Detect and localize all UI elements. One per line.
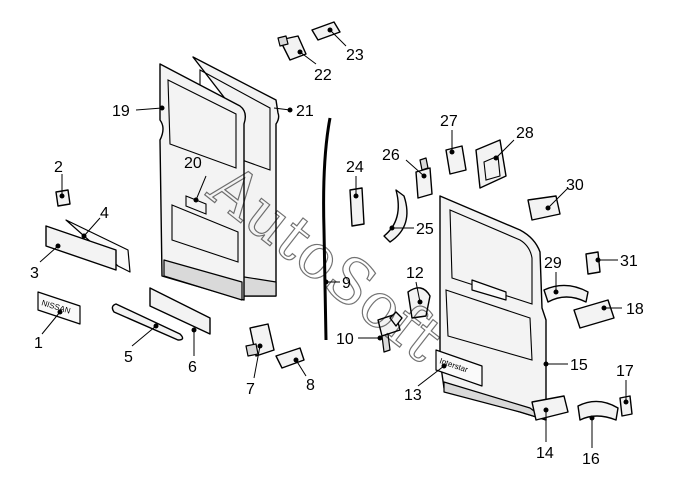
callout-17: 17	[616, 363, 634, 380]
callout-24: 24	[346, 159, 364, 176]
part-5-strip	[111, 303, 184, 341]
callout-7: 7	[246, 381, 255, 398]
part-7-hinge	[245, 323, 275, 357]
part-23-bracket	[311, 21, 341, 41]
callout-31: 31	[620, 253, 638, 270]
callout-23: 23	[346, 47, 364, 64]
callout-28: 28	[516, 125, 534, 142]
callout-4: 4	[100, 205, 109, 222]
callout-6: 6	[188, 359, 197, 376]
leader-dots	[55, 27, 629, 421]
part-27-clip	[445, 145, 467, 175]
callout-labels: 1 2 3 4 5 6 7 8 9 10 12 13 14 15 16 17 1…	[30, 47, 644, 468]
callout-27: 27	[440, 113, 458, 130]
callout-10: 10	[336, 331, 354, 348]
callout-21: 21	[296, 103, 314, 120]
part-14-hinge	[531, 395, 569, 421]
part-6-plate	[149, 287, 211, 335]
callout-9: 9	[342, 275, 351, 292]
part-25-catch	[383, 189, 408, 243]
weatherstrip-seal	[322, 117, 332, 341]
part-28-hinge-bracket	[475, 139, 507, 189]
callout-14: 14	[536, 445, 554, 462]
callout-30: 30	[566, 177, 584, 194]
callout-18: 18	[626, 301, 644, 318]
part-29-hinge	[543, 284, 589, 303]
part-17-clip	[619, 395, 633, 417]
part-18-hinge	[573, 299, 615, 329]
callout-2: 2	[54, 159, 63, 176]
callout-29: 29	[544, 255, 562, 272]
callout-26: 26	[382, 147, 400, 164]
part-24-striker	[349, 187, 365, 227]
callout-22: 22	[314, 67, 332, 84]
callout-5: 5	[124, 349, 133, 366]
callout-1: 1	[34, 335, 43, 352]
left-door-panel	[159, 63, 247, 301]
part-26-lock	[415, 157, 433, 199]
callout-3: 3	[30, 265, 39, 282]
part-31-clip	[585, 251, 601, 275]
part-3-backing-plate	[45, 225, 117, 271]
callout-8: 8	[306, 377, 315, 394]
part-13-interstar-plate: Interstar	[435, 349, 483, 387]
leader-lines	[39, 29, 627, 448]
callout-19: 19	[112, 103, 130, 120]
callout-20: 20	[184, 155, 202, 172]
callout-15: 15	[570, 357, 588, 374]
part-16-hinge-cover	[577, 400, 619, 421]
part-22-bracket	[277, 35, 307, 61]
part-8-bracket	[275, 347, 305, 369]
callout-25: 25	[416, 221, 434, 238]
part-1-nissan-badge: NISSAN	[37, 291, 81, 325]
callout-12: 12	[406, 265, 424, 282]
callout-16: 16	[582, 451, 600, 468]
right-door-panel	[439, 195, 547, 421]
callout-13: 13	[404, 387, 422, 404]
part-30-bracket	[527, 195, 561, 221]
part-11-rod	[389, 311, 403, 327]
